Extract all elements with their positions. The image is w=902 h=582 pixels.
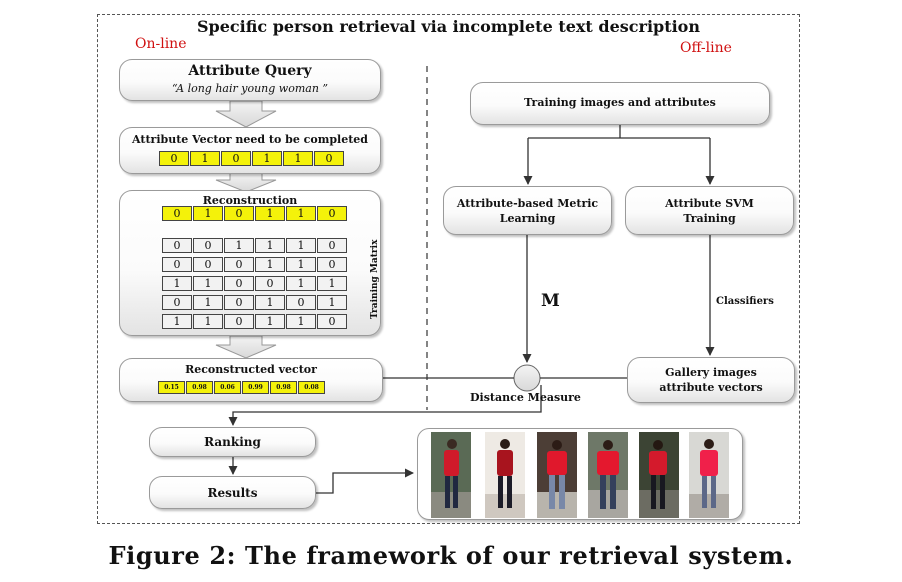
matrix-cell: 0 xyxy=(193,257,223,272)
matrix-cell: 1 xyxy=(224,238,254,253)
matrix-cell: 0 xyxy=(193,238,223,253)
matrix-cell: 0 xyxy=(317,238,347,253)
svm-training-line2: Training xyxy=(683,212,736,225)
attribute-query-box: Attribute Query “A long hair young woman… xyxy=(119,59,381,101)
matrix-cell: 0 xyxy=(317,257,347,272)
vector-cell: 1 xyxy=(283,151,313,166)
gallery-line1: Gallery images xyxy=(665,366,757,379)
matrix-cell: 0 xyxy=(162,257,192,272)
matrix-cell: 1 xyxy=(193,314,223,329)
target-cell: 1 xyxy=(193,206,223,221)
diagram-title: Specific person retrieval via incomplete… xyxy=(197,17,700,36)
matrix-cell: 1 xyxy=(286,276,316,291)
matrix-cell: 0 xyxy=(255,276,285,291)
matrix-cell: 1 xyxy=(255,314,285,329)
matrix-cell: 0 xyxy=(317,314,347,329)
reconstructed-cell: 0.15 xyxy=(158,381,185,394)
matrix-cell: 0 xyxy=(162,238,192,253)
matrix-cell: 0 xyxy=(224,276,254,291)
training-images-label: Training images and attributes xyxy=(524,96,716,109)
vector-cell: 0 xyxy=(221,151,251,166)
offline-label: Off-line xyxy=(680,40,732,56)
attribute-vector-cells: 0 1 0 1 1 0 xyxy=(159,151,345,166)
attribute-query-label: Attribute Query xyxy=(188,63,312,79)
reconstructed-cell: 0.98 xyxy=(270,381,297,394)
target-cell: 1 xyxy=(255,206,285,221)
matrix-row: 1 1 0 0 1 1 xyxy=(162,276,348,291)
training-images-box: Training images and attributes xyxy=(470,82,770,125)
matrix-cell: 1 xyxy=(162,314,192,329)
target-cell: 0 xyxy=(317,206,347,221)
matrix-cell: 0 xyxy=(224,314,254,329)
metric-learning-box: Attribute-based Metric Learning xyxy=(443,186,612,235)
reconstructed-cell: 0.06 xyxy=(214,381,241,394)
matrix-cell: 1 xyxy=(255,257,285,272)
matrix-cell: 0 xyxy=(224,295,254,310)
reconstructed-cell: 0.99 xyxy=(242,381,269,394)
results-box: Results xyxy=(149,476,316,509)
svm-training-line1: Attribute SVM xyxy=(665,197,754,210)
ranking-box: Ranking xyxy=(149,427,316,457)
result-images-panel xyxy=(417,428,743,520)
vector-cell: 1 xyxy=(190,151,220,166)
matrix-cell: 0 xyxy=(162,295,192,310)
svm-training-box: Attribute SVM Training xyxy=(625,186,794,235)
result-image-person-2 xyxy=(485,432,525,518)
reconstructed-cell: 0.98 xyxy=(186,381,213,394)
reconstructed-vector-box: Reconstructed vector 0.15 0.98 0.06 0.99… xyxy=(119,358,383,402)
matrix-cell: 1 xyxy=(193,276,223,291)
matrix-cell: 1 xyxy=(317,295,347,310)
matrix-cell: 1 xyxy=(317,276,347,291)
vector-cell: 0 xyxy=(159,151,189,166)
distance-measure-label: Distance Measure xyxy=(470,391,581,404)
result-image-person-4 xyxy=(588,432,628,518)
matrix-cell: 1 xyxy=(255,238,285,253)
result-image-person-3 xyxy=(537,432,577,518)
attribute-query-example: “A long hair young woman ” xyxy=(171,82,329,95)
vector-cell: 1 xyxy=(252,151,282,166)
matrix-cell: 1 xyxy=(286,257,316,272)
flow-arrow-2 xyxy=(215,172,277,193)
vector-cell: 0 xyxy=(314,151,344,166)
online-label: On-line xyxy=(135,36,187,52)
attribute-vector-box: Attribute Vector need to be completed 0 … xyxy=(119,127,381,174)
reconstruction-label: Reconstruction xyxy=(202,194,298,207)
matrix-cell: 1 xyxy=(286,238,316,253)
gallery-box: Gallery images attribute vectors xyxy=(627,357,795,403)
result-image-person-1 xyxy=(431,432,471,518)
gallery-line2: attribute vectors xyxy=(659,381,763,394)
reconstructed-vector-cells: 0.15 0.98 0.06 0.99 0.98 0.08 xyxy=(158,381,326,394)
matrix-row: 0 0 1 1 1 0 xyxy=(162,238,348,253)
matrix-cell: 1 xyxy=(162,276,192,291)
classifiers-label: Classifiers xyxy=(716,296,774,307)
results-label: Results xyxy=(207,486,258,500)
result-image-person-5 xyxy=(639,432,679,518)
matrix-cell: 1 xyxy=(193,295,223,310)
metric-m-label: M xyxy=(541,291,560,311)
matrix-row: 1 1 0 1 1 0 xyxy=(162,314,348,329)
matrix-cell: 0 xyxy=(286,295,316,310)
metric-learning-line1: Attribute-based Metric xyxy=(456,197,599,210)
figure-caption: Figure 2: The framework of our retrieval… xyxy=(108,541,794,570)
matrix-cell: 1 xyxy=(286,314,316,329)
flow-arrow-1 xyxy=(215,100,277,128)
matrix-cell: 1 xyxy=(255,295,285,310)
diagram-frame xyxy=(97,14,800,524)
target-cell: 0 xyxy=(224,206,254,221)
ranking-label: Ranking xyxy=(204,435,261,449)
reconstructed-cell: 0.08 xyxy=(298,381,325,394)
training-matrix-label: Training Matrix xyxy=(370,239,380,319)
metric-learning-line2: Learning xyxy=(499,212,556,225)
reconstructed-vector-label: Reconstructed vector xyxy=(185,363,317,376)
matrix-row: 0 1 0 1 0 1 xyxy=(162,295,348,310)
matrix-row: 0 0 0 1 1 0 xyxy=(162,257,348,272)
matrix-cell: 0 xyxy=(224,257,254,272)
result-image-person-6 xyxy=(689,432,729,518)
reconstruction-target-row: 0 1 0 1 1 0 xyxy=(162,206,348,221)
attribute-vector-label: Attribute Vector need to be completed xyxy=(132,133,368,146)
target-cell: 1 xyxy=(286,206,316,221)
target-cell: 0 xyxy=(162,206,192,221)
flow-arrow-3 xyxy=(215,335,277,359)
